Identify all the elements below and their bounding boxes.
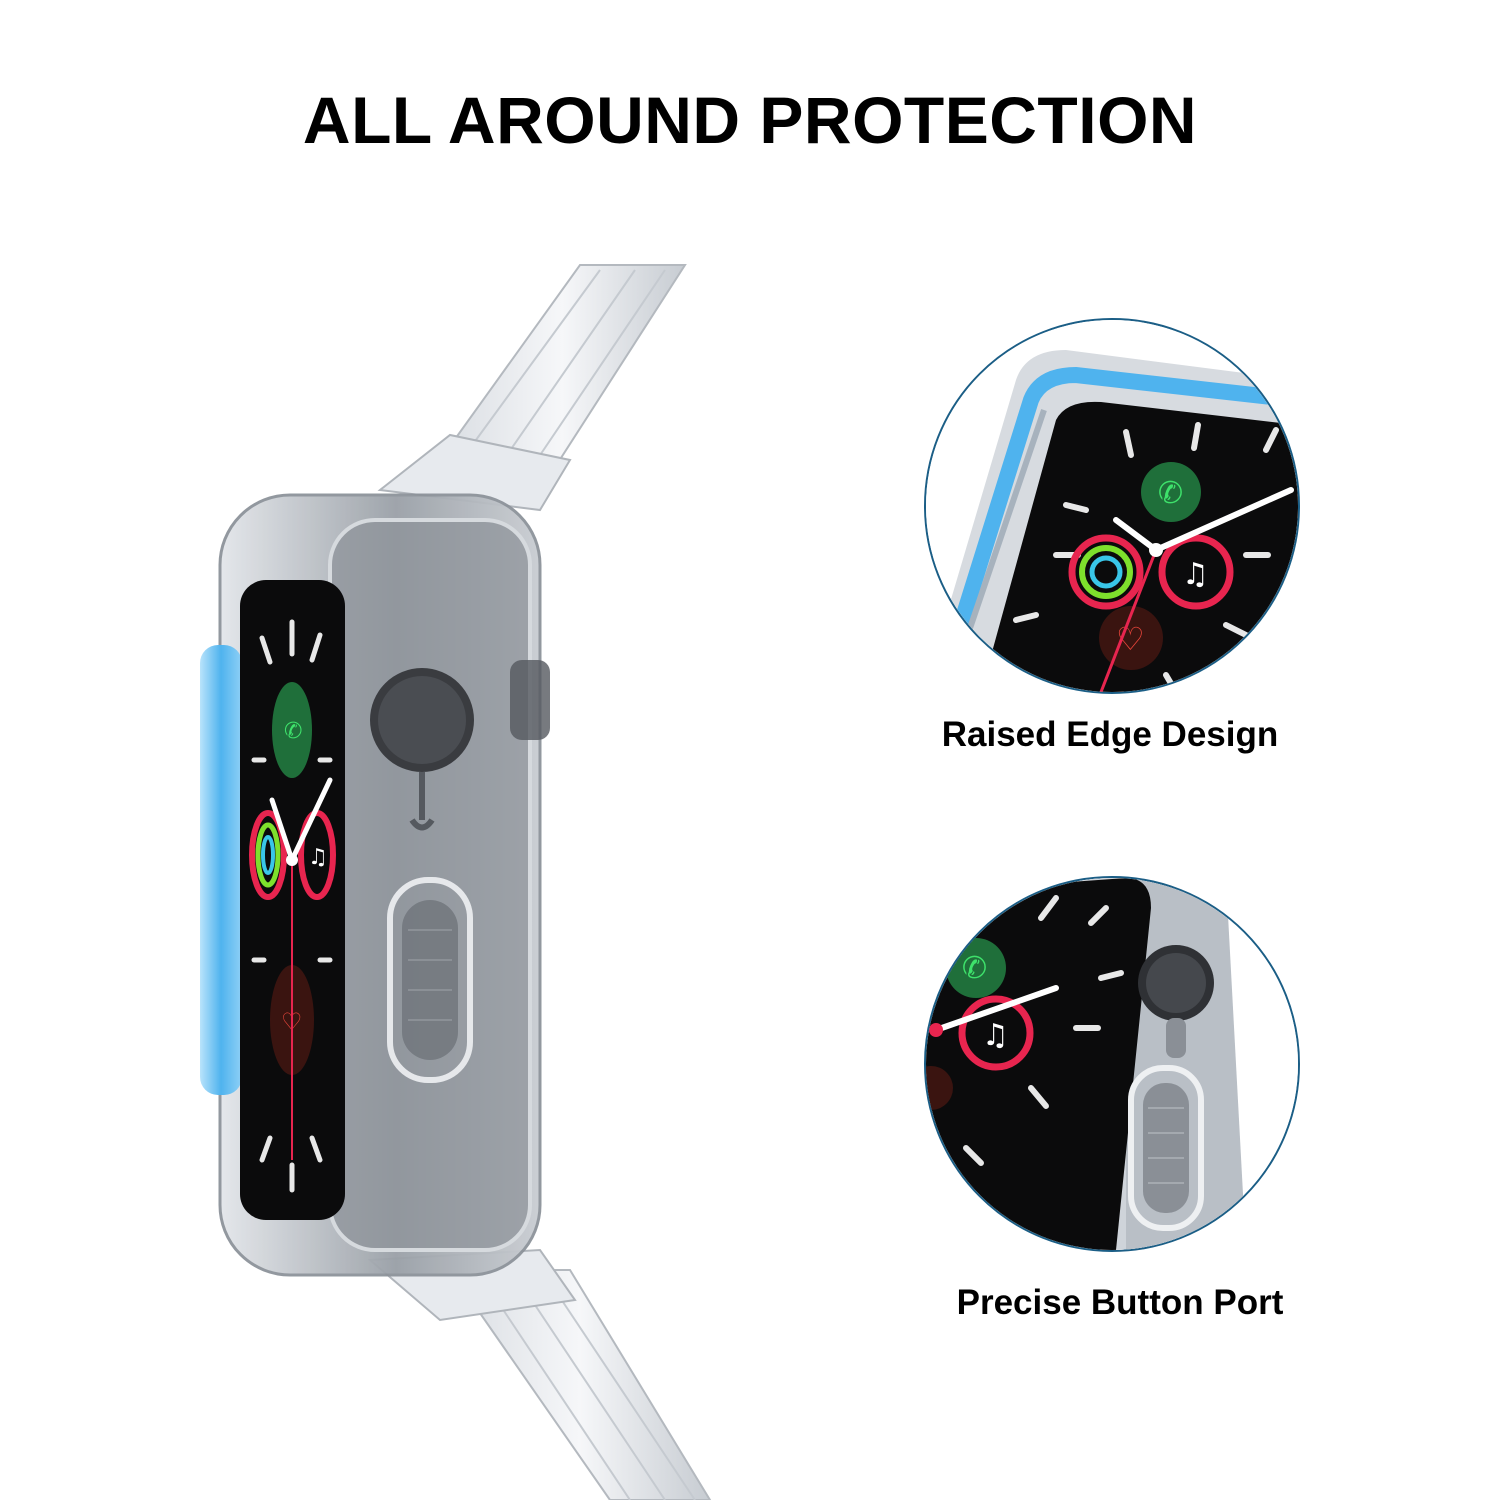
svg-text:✆: ✆ xyxy=(962,951,987,986)
side-button xyxy=(1128,1065,1204,1231)
activity-rings-icon xyxy=(249,810,287,900)
svg-text:♫: ♫ xyxy=(1182,557,1209,592)
svg-text:♫: ♫ xyxy=(982,1018,1009,1053)
callout-label-raised-edge: Raised Edge Design xyxy=(941,715,1279,754)
upper-band xyxy=(377,264,687,512)
raised-edge-glow xyxy=(200,645,242,1095)
svg-text:✆: ✆ xyxy=(284,719,302,744)
music-note-icon: ♫ xyxy=(1158,534,1234,610)
svg-text:♫: ♫ xyxy=(308,845,328,870)
phone-icon xyxy=(1141,462,1201,522)
music-note-icon: ♫ xyxy=(958,995,1034,1071)
activity-rings-icon xyxy=(1068,534,1144,610)
phone-icon xyxy=(272,682,312,778)
watch-product-image: ✆ ♫ ♡ xyxy=(180,260,740,1501)
side-button xyxy=(387,877,473,1083)
callout-label-button-port: Precise Button Port xyxy=(956,1283,1284,1322)
raised-edge-detail-circle: ✆ ♫ ♡ xyxy=(924,318,1300,694)
heart-icon xyxy=(926,1066,953,1110)
watch-screen: ✆ ♫ ♡ xyxy=(240,580,345,1220)
button-port-detail-circle: ✆ ♫ xyxy=(924,876,1300,1252)
digital-crown xyxy=(370,660,550,831)
headline: ALL AROUND PROTECTION xyxy=(302,83,1198,157)
lower-band xyxy=(367,1248,712,1501)
digital-crown xyxy=(1138,945,1214,1058)
svg-text:✆: ✆ xyxy=(1158,476,1183,511)
